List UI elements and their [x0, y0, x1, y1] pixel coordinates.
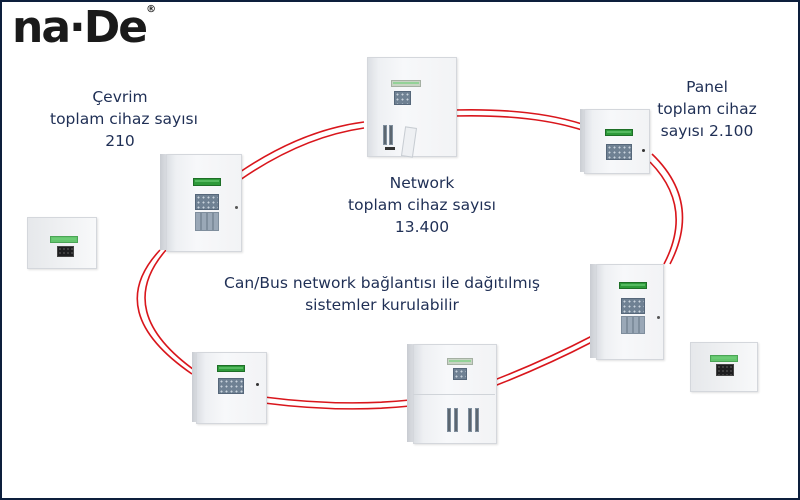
fire-panel-left [160, 154, 242, 252]
fire-panel-bottom-left [192, 352, 267, 424]
canbus-description-label: Can/Bus network bağlantısı ile dağıtılmı… [217, 272, 547, 316]
cable-segment [239, 121, 365, 173]
cable-segment [263, 396, 411, 404]
fire-panel-right [590, 264, 664, 360]
label-line: sistemler kurulabilir [305, 296, 459, 314]
cable-segment [651, 153, 684, 265]
label-line: 210 [105, 132, 135, 150]
network-panel-bottom [407, 344, 497, 444]
panel-device-count-label: Panel toplam cihaz sayısı 2.100 [647, 76, 767, 142]
logo-text: na·De [12, 2, 148, 53]
label-line: 13.400 [394, 218, 450, 236]
label-line: Çevrim [92, 88, 148, 106]
cable-segment [483, 335, 593, 385]
label-line: Network [389, 174, 455, 192]
cable-segment [136, 249, 193, 375]
nade-logo: na·De ® [12, 5, 156, 50]
loop-device-count-label: Çevrim toplam cihaz sayısı 210 [50, 86, 198, 152]
network-device-count-label: Network toplam cihaz sayısı 13.400 [342, 172, 502, 238]
network-panel-top [367, 57, 457, 158]
repeater-right [690, 342, 760, 392]
cable-segment [453, 108, 583, 125]
fire-panel-top-right [580, 109, 650, 174]
label-line: sayısı 2.100 [660, 122, 754, 140]
label-line: Panel [686, 78, 728, 96]
cable-segment [483, 341, 593, 391]
label-line: toplam cihaz [657, 100, 757, 118]
repeater-left [27, 217, 97, 269]
registered-mark: ® [146, 4, 157, 15]
cable-segment [649, 161, 677, 265]
cable-segment [239, 127, 365, 181]
cable-segment [263, 402, 411, 410]
label-line: toplam cihaz sayısı [348, 196, 496, 214]
cable-segment [453, 114, 583, 131]
cable-segment [144, 249, 198, 373]
label-line: Can/Bus network bağlantısı ile dağıtılmı… [224, 274, 540, 292]
label-line: toplam cihaz sayısı [50, 110, 198, 128]
